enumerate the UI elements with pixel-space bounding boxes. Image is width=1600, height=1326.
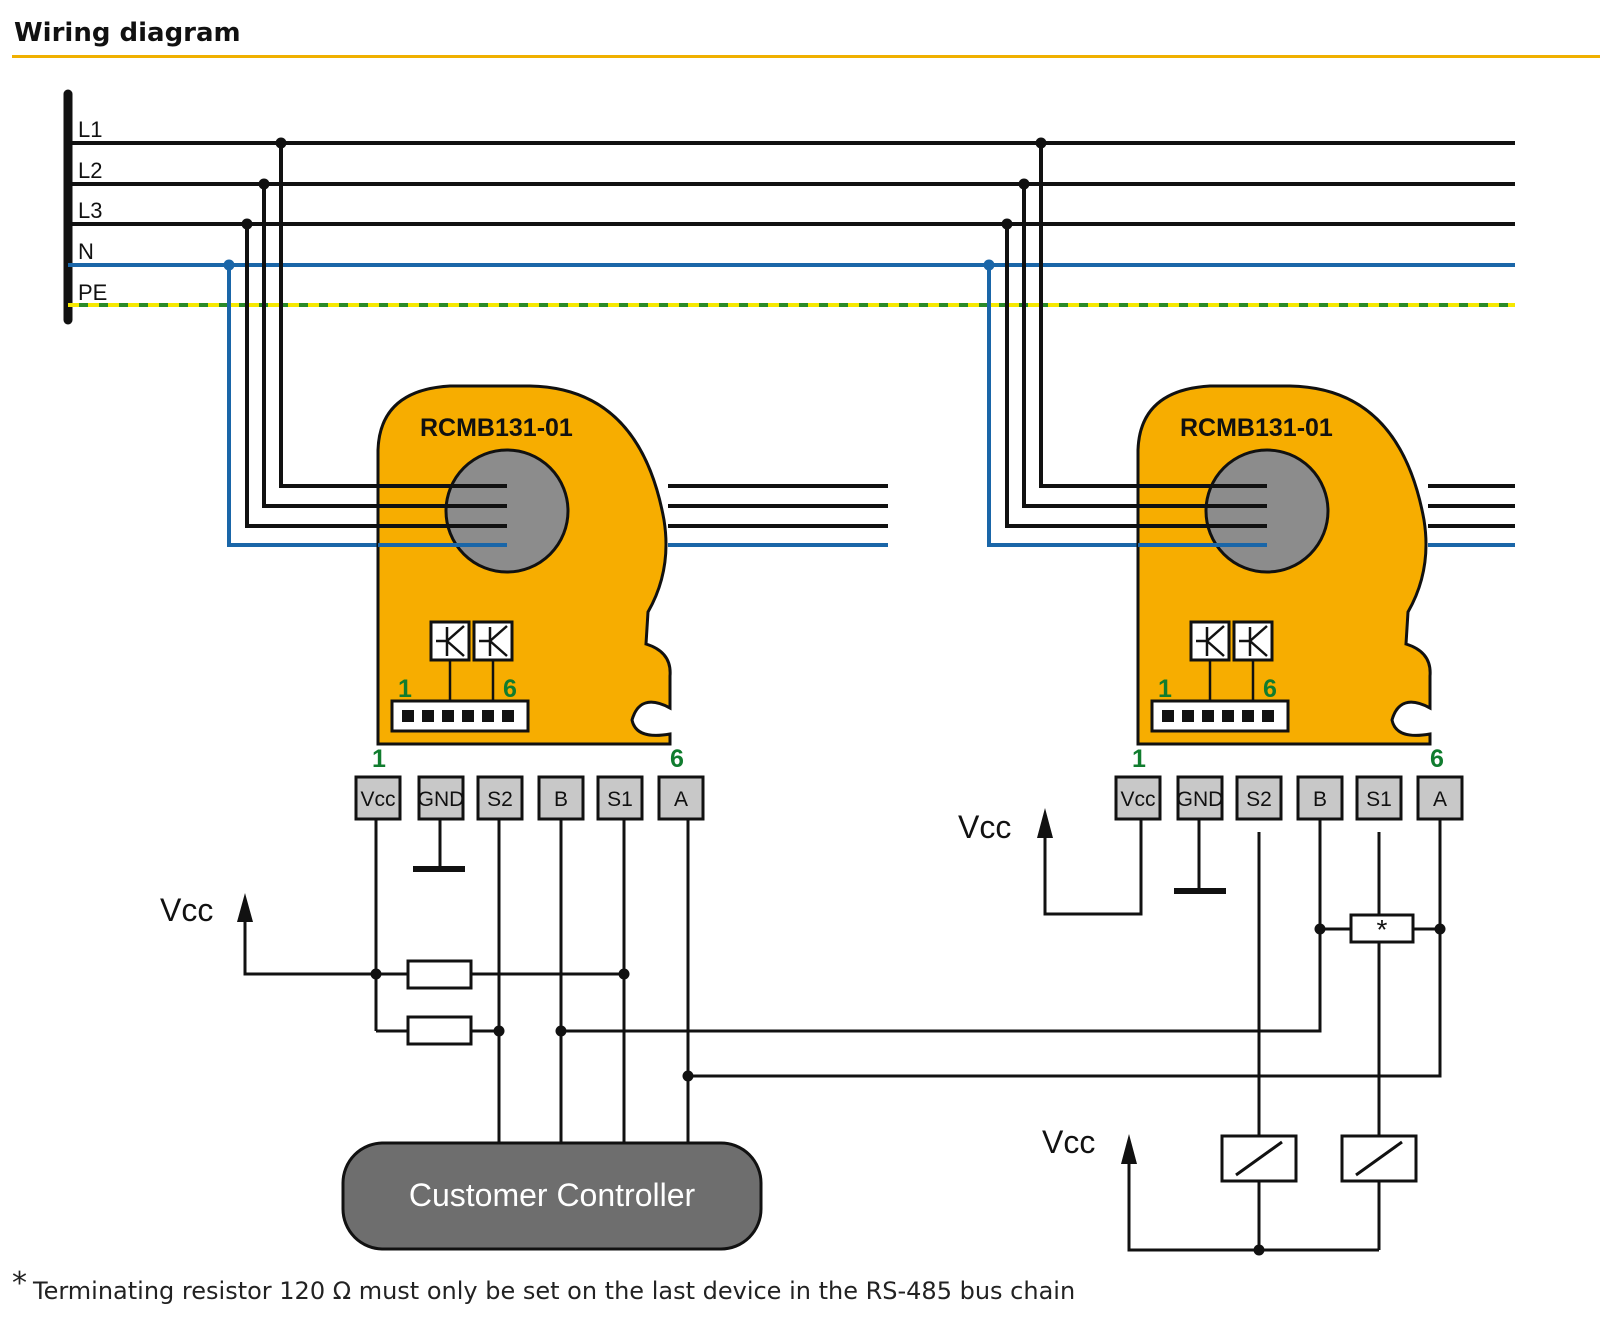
- terminating-resistor-mark: *: [1377, 914, 1388, 945]
- bus-label-l3: L3: [78, 198, 102, 223]
- device2-terminal-a: A: [1433, 788, 1447, 811]
- device1-terminal-s2: S2: [487, 788, 513, 811]
- device1-pin-header: [390, 699, 530, 733]
- device2-header-pin-last: 6: [1263, 675, 1277, 703]
- footnote-star: *: [12, 1266, 27, 1301]
- device2-terminal-gnd: GND: [1177, 788, 1224, 811]
- controller-label: Customer Controller: [409, 1177, 696, 1213]
- device2-core: [1204, 448, 1330, 574]
- junction-dot: [618, 968, 630, 980]
- customer-controller: [341, 1141, 763, 1251]
- device2-terminal-pin-first: 1: [1132, 745, 1146, 773]
- device2-terminal-block: [1114, 775, 1464, 821]
- vcc-label-3: Vcc: [1042, 1124, 1095, 1160]
- device2-terminal-vcc: Vcc: [1120, 788, 1155, 811]
- device1-header-pin-first: 1: [398, 675, 412, 703]
- vcc-label-1: Vcc: [160, 892, 213, 928]
- device2-terminal-pin-last: 6: [1430, 745, 1444, 773]
- junction-dot: [1035, 137, 1047, 149]
- device1-wiring: [243, 819, 690, 1143]
- vcc-arrow-2: [1037, 808, 1053, 838]
- device2-dip-switch: [1189, 620, 1274, 700]
- junction-dot: [1001, 218, 1013, 230]
- device1-terminal-block: [354, 775, 705, 821]
- device1-terminal-gnd: GND: [418, 788, 465, 811]
- page-title: Wiring diagram: [14, 18, 241, 48]
- device1-dip-switch: [429, 620, 514, 700]
- vcc-label-2: Vcc: [958, 809, 1011, 845]
- rs485-a-line: [688, 929, 1442, 1078]
- device1-model: RCMB131-01: [420, 414, 573, 442]
- vcc-arrow-1: [237, 893, 253, 922]
- relay-coil-s2: [1220, 1134, 1298, 1183]
- device2-wiring: [1043, 819, 1442, 1252]
- bus-label-l2: L2: [78, 158, 102, 183]
- device1-terminal-b: B: [554, 788, 568, 811]
- device1-terminal-s1: S1: [607, 788, 633, 811]
- relay-coil-s1: [1340, 1134, 1418, 1183]
- device1-terminal-a: A: [674, 788, 688, 811]
- junction-dot: [275, 137, 287, 149]
- footnote: *Terminating resistor 120 Ω must only be…: [12, 1266, 1076, 1307]
- bus-label-n: N: [78, 239, 94, 264]
- junction-dot: [493, 1025, 505, 1037]
- junction-dot: [1253, 1244, 1265, 1256]
- junction-dot: [983, 259, 995, 271]
- junction-dot: [258, 178, 270, 190]
- bus-label-pe: PE: [78, 280, 107, 305]
- junction-dot: [1018, 178, 1030, 190]
- junction-dot: [223, 259, 235, 271]
- junction-dot: [241, 218, 253, 230]
- device1-terminal-pin-first: 1: [372, 745, 386, 773]
- device2-model: RCMB131-01: [1180, 414, 1333, 442]
- junction-dot: [1434, 923, 1446, 935]
- device1-terminal-vcc: Vcc: [360, 788, 395, 811]
- vcc-arrow-3: [1121, 1134, 1137, 1164]
- pull-resistor-bottom: [406, 1015, 473, 1046]
- device1-terminal-pin-last: 6: [670, 745, 684, 773]
- junction-dot: [1314, 923, 1326, 935]
- terminating-resistor: [1349, 913, 1415, 944]
- rs485-b-line: [561, 929, 1322, 1033]
- device1-header-pin-last: 6: [503, 675, 517, 703]
- junction-dot: [370, 968, 382, 980]
- pull-resistor-top: [406, 959, 473, 990]
- device2-header-pin-first: 1: [1158, 675, 1172, 703]
- bus-label-l1: L1: [78, 117, 102, 142]
- device2-terminal-s2: S2: [1246, 788, 1272, 811]
- footnote-text: Terminating resistor 120 Ω must only be …: [33, 1277, 1076, 1305]
- device1-core: [444, 448, 570, 574]
- device2-pin-header: [1150, 699, 1290, 733]
- device2-terminal-b: B: [1313, 788, 1327, 811]
- device2-terminal-s1: S1: [1366, 788, 1392, 811]
- heading-rule: [12, 55, 1600, 58]
